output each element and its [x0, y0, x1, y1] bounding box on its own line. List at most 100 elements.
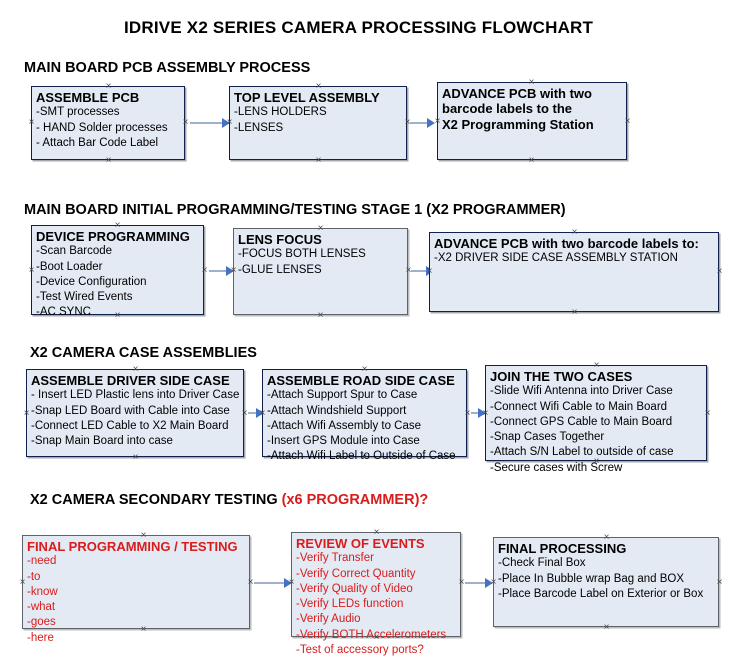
- node-line: -goes: [27, 616, 56, 629]
- node-line: -Place Barcode Label on Exterior or Box: [498, 587, 704, 600]
- connector-review-to-final-processing: [465, 582, 489, 584]
- node-title: ASSEMBLE DRIVER SIDE CASE: [31, 373, 230, 388]
- node-title: JOIN THE TWO CASES: [490, 369, 633, 384]
- node-line-list: -SMT processes - HAND Solder processes -…: [36, 105, 181, 151]
- node-line: -Attach Wifi Label to Outside of Case: [267, 450, 456, 463]
- node-line-list: -Slide Wifi Antenna into Driver Case -Co…: [490, 384, 703, 476]
- node-join-the-two-cases[interactable]: JOIN THE TWO CASES -Slide Wifi Antenna i…: [485, 365, 707, 474]
- node-final-programming-testing[interactable]: FINAL PROGRAMMING / TESTING -need -to -k…: [22, 535, 250, 644]
- node-line: -Verify LEDs function: [296, 598, 404, 611]
- node-line-list: -Verify Transfer -Verify Correct Quantit…: [296, 551, 457, 658]
- node-line-list: -FOCUS BOTH LENSES -GLUE LENSES: [238, 247, 404, 278]
- node-line: -Scan Barcode: [36, 245, 113, 258]
- node-line: -Check Final Box: [498, 557, 586, 570]
- node-line-list: -Scan Barcode -Boot Loader -Device Confi…: [36, 244, 200, 320]
- connector-device-to-lens-focus: [209, 270, 230, 272]
- arrowhead-icon: [485, 578, 493, 588]
- node-line: -to: [27, 570, 41, 583]
- node-line: -Place In Bubble wrap Bag and BOX: [498, 572, 685, 585]
- node-title: ADVANCE PCB with two: [442, 86, 592, 101]
- node-line-list: -need -to -know -what -goes -here: [27, 554, 246, 646]
- arrowhead-icon: [478, 408, 486, 418]
- arrowhead-icon: [284, 578, 292, 588]
- section-heading-accent: (x6 PROGRAMMER)?: [281, 492, 429, 508]
- connector-driver-case-to-road-case: [248, 412, 262, 414]
- node-advance-pcb-to-driver-side-case[interactable]: ADVANCE PCB with two barcode labels to: …: [429, 232, 719, 312]
- connector-lens-focus-to-advance: [411, 270, 430, 272]
- node-device-programming[interactable]: DEVICE PROGRAMMING -Scan Barcode -Boot L…: [31, 225, 204, 318]
- node-title: ADVANCE PCB with two barcode labels to:: [434, 236, 699, 251]
- connector-road-case-to-join-cases: [471, 412, 483, 414]
- node-line: -here: [27, 631, 54, 644]
- node-title-line2: barcode labels to the: [442, 101, 573, 117]
- node-line: -Verify BOTH Accelerometers: [296, 628, 447, 641]
- node-line: -what: [27, 601, 56, 614]
- node-review-of-events[interactable]: REVIEW OF EVENTS -Verify Transfer -Verif…: [291, 532, 461, 656]
- node-title: FINAL PROCESSING: [498, 541, 627, 556]
- node-line: -Verify Transfer: [296, 552, 374, 565]
- node-line: -Attach Support Spur to Case: [267, 389, 418, 402]
- node-line: -know: [27, 585, 58, 598]
- node-line: -SMT processes: [36, 106, 120, 119]
- arrowhead-icon: [222, 118, 230, 128]
- node-title-line3: X2 Programming Station: [442, 116, 594, 132]
- node-line: - Insert LED Plastic lens into Driver Ca…: [31, 389, 240, 402]
- connector-top-level-to-advance: [410, 122, 430, 124]
- node-title: FINAL PROGRAMMING / TESTING: [27, 539, 238, 554]
- arrowhead-icon: [256, 408, 264, 418]
- node-line: -Attach S/N Label to outside of case: [490, 446, 674, 459]
- node-line: - Attach Bar Code Label: [36, 136, 159, 149]
- node-title: LENS FOCUS: [238, 232, 322, 247]
- section-heading-x2-camera-case-assemblies: X2 CAMERA CASE ASSEMBLIES: [30, 345, 257, 361]
- node-line: -Device Configuration: [36, 275, 147, 288]
- node-line-list: - Insert LED Plastic lens into Driver Ca…: [31, 388, 240, 449]
- node-line-overflow: -Test of accessory ports?: [296, 644, 424, 657]
- node-line: -Connect Wifi Cable to Main Board: [490, 400, 668, 413]
- node-line-list: -Attach Support Spur to Case -Attach Win…: [267, 388, 463, 464]
- node-line: -X2 DRIVER SIDE CASE ASSEMBLY STATION: [434, 252, 678, 265]
- section-heading-main-board-pcb-assembly: MAIN BOARD PCB ASSEMBLY PROCESS: [24, 60, 310, 76]
- node-line: -LENS HOLDERS: [234, 106, 327, 119]
- node-line: -Attach Wifi Assembly to Case: [267, 419, 422, 432]
- arrowhead-icon: [427, 118, 435, 128]
- node-line: -Connect LED Cable to X2 Main Board: [31, 419, 229, 432]
- node-assemble-road-side-case[interactable]: ASSEMBLE ROAD SIDE CASE -Attach Support …: [262, 369, 467, 462]
- node-title: DEVICE PROGRAMMING: [36, 229, 190, 244]
- node-lens-focus[interactable]: LENS FOCUS -FOCUS BOTH LENSES -GLUE LENS…: [233, 228, 408, 315]
- section-heading-text: X2 CAMERA SECONDARY TESTING: [30, 492, 282, 508]
- node-title: ASSEMBLE ROAD SIDE CASE: [267, 373, 455, 388]
- page-title: IDRIVE X2 SERIES CAMERA PROCESSING FLOWC…: [124, 18, 594, 37]
- node-assemble-driver-side-case[interactable]: ASSEMBLE DRIVER SIDE CASE - Insert LED P…: [26, 369, 244, 457]
- node-line: -AC SYNC: [36, 306, 91, 319]
- section-heading-main-board-initial-programming: MAIN BOARD INITIAL PROGRAMMING/TESTING S…: [24, 202, 566, 218]
- node-title: TOP LEVEL ASSEMBLY: [234, 90, 380, 105]
- node-line: -Snap LED Board with Cable into Case: [31, 404, 230, 417]
- node-line: -GLUE LENSES: [238, 263, 322, 276]
- section-heading-text: MAIN BOARD PCB ASSEMBLY PROCESS: [24, 60, 311, 76]
- node-advance-pcb-to-programming-station[interactable]: ADVANCE PCB with two barcode labels to t…: [437, 82, 627, 160]
- node-line: -Connect GPS Cable to Main Board: [490, 415, 673, 428]
- node-line: -Test Wired Events: [36, 291, 133, 304]
- section-heading-x2-camera-secondary-testing: X2 CAMERA SECONDARY TESTING (x6 PROGRAMM…: [30, 492, 428, 508]
- node-line: -Verify Audio: [296, 613, 361, 626]
- arrowhead-icon: [226, 266, 234, 276]
- node-line: -LENSES: [234, 121, 284, 134]
- section-heading-text: MAIN BOARD INITIAL PROGRAMMING/TESTING S…: [24, 202, 566, 218]
- node-line: -Boot Loader: [36, 260, 103, 273]
- node-line: -need: [27, 555, 57, 568]
- node-assemble-pcb[interactable]: ASSEMBLE PCB -SMT processes - HAND Solde…: [31, 86, 185, 160]
- node-line-list: -Check Final Box -Place In Bubble wrap B…: [498, 556, 715, 602]
- node-line: - HAND Solder processes: [36, 121, 168, 134]
- node-line: -FOCUS BOTH LENSES: [238, 248, 366, 261]
- node-line: -Slide Wifi Antenna into Driver Case: [490, 385, 673, 398]
- node-line: -Insert GPS Module into Case: [267, 435, 420, 448]
- node-line: -Verify Correct Quantity: [296, 567, 416, 580]
- section-heading-text: X2 CAMERA CASE ASSEMBLIES: [30, 345, 257, 361]
- node-line-list: -X2 DRIVER SIDE CASE ASSEMBLY STATION: [434, 251, 715, 266]
- node-top-level-assembly[interactable]: TOP LEVEL ASSEMBLY -LENS HOLDERS -LENSES: [229, 86, 407, 160]
- node-line: -Verify Quality of Video: [296, 582, 413, 595]
- connector-assemble-to-top-level: [190, 122, 226, 124]
- node-final-processing[interactable]: FINAL PROCESSING -Check Final Box -Place…: [493, 537, 719, 627]
- node-line-list: -LENS HOLDERS -LENSES: [234, 105, 403, 136]
